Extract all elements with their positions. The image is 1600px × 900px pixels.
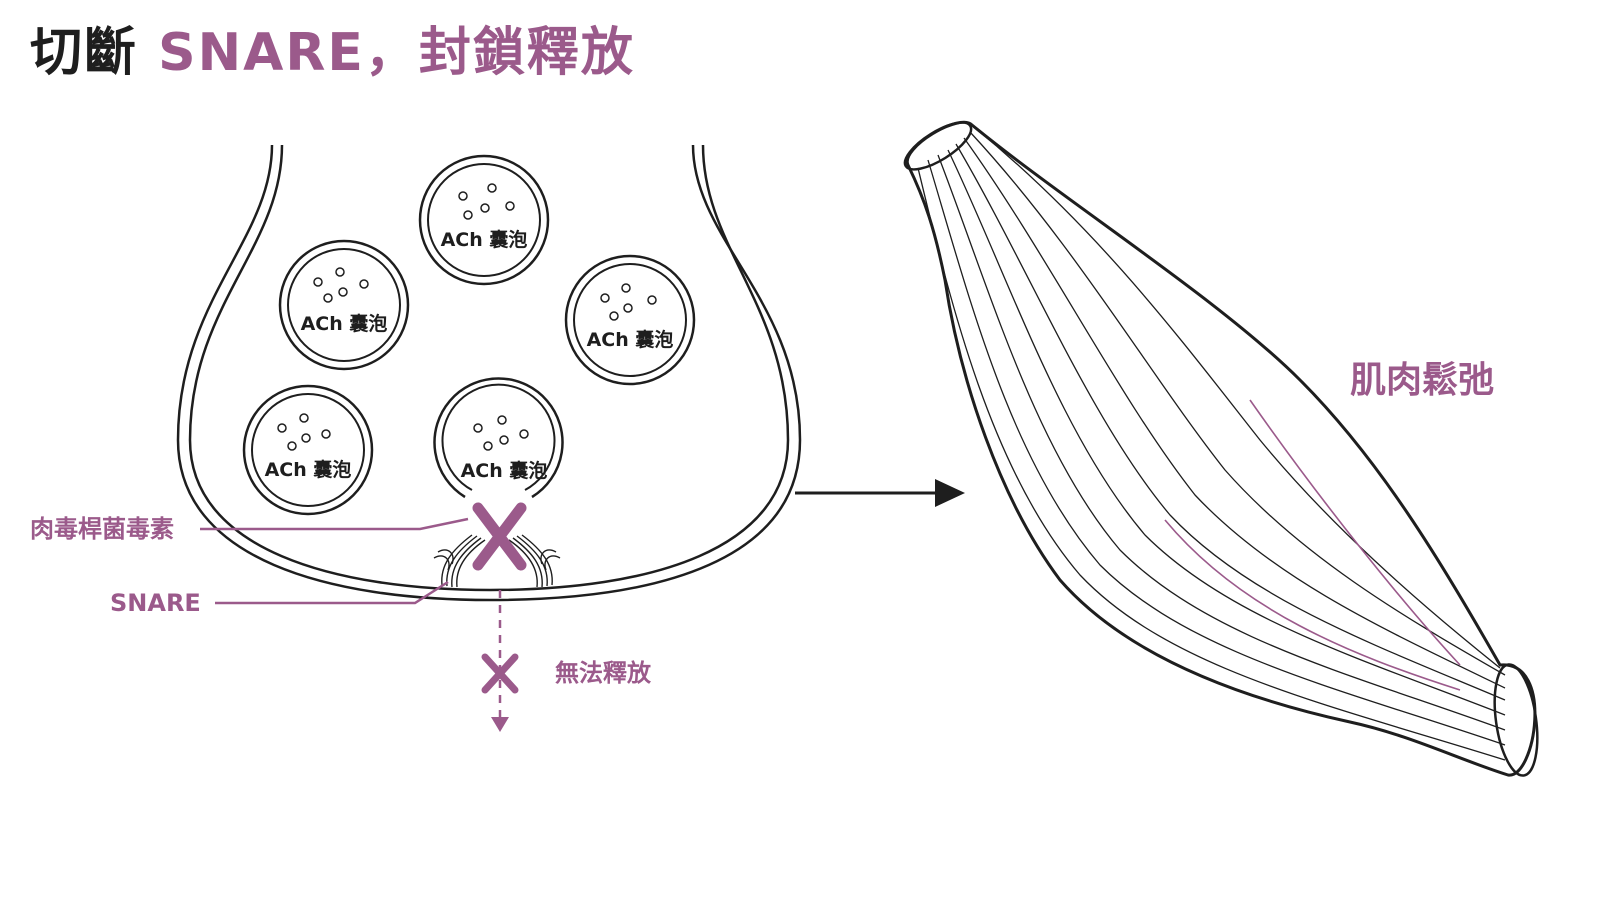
label-leaders [200,517,469,605]
vesicle-label: ACh 囊泡 [265,458,352,481]
nerve-terminal [176,144,802,602]
vesicle-label: ACh 囊泡 [461,459,548,482]
blocked-release-path [481,590,519,732]
arrow-right-icon [795,479,965,507]
snare-complex [433,534,561,588]
vesicle-label: ACh 囊泡 [441,228,528,251]
snare-label: SNARE [110,589,201,617]
vesicle-label: ACh 囊泡 [301,312,388,335]
vesicle-label: ACh 囊泡 [587,328,674,351]
relaxed-muscle [903,120,1539,777]
vesicle-5-docked: ACh 囊泡 [433,377,564,499]
title-part-1: 切斷 [30,23,139,83]
no-release-label: 無法釋放 [555,659,652,687]
muscle-relax-label: 肌肉鬆弛 [1350,360,1494,401]
vesicle-1: ACh 囊泡 [418,154,550,286]
vesicle-2: ACh 囊泡 [278,239,410,371]
page-title: 切斷 SNARE，封鎖釋放 [30,22,635,84]
toxin-label: 肉毒桿菌毒素 [30,515,174,543]
vesicle-4: ACh 囊泡 [242,384,374,516]
vesicle-3: ACh 囊泡 [564,254,696,386]
title-part-2: SNARE，封鎖釋放 [158,23,635,83]
x-mark-icon [472,502,527,571]
small-x-mark-icon [481,653,519,694]
